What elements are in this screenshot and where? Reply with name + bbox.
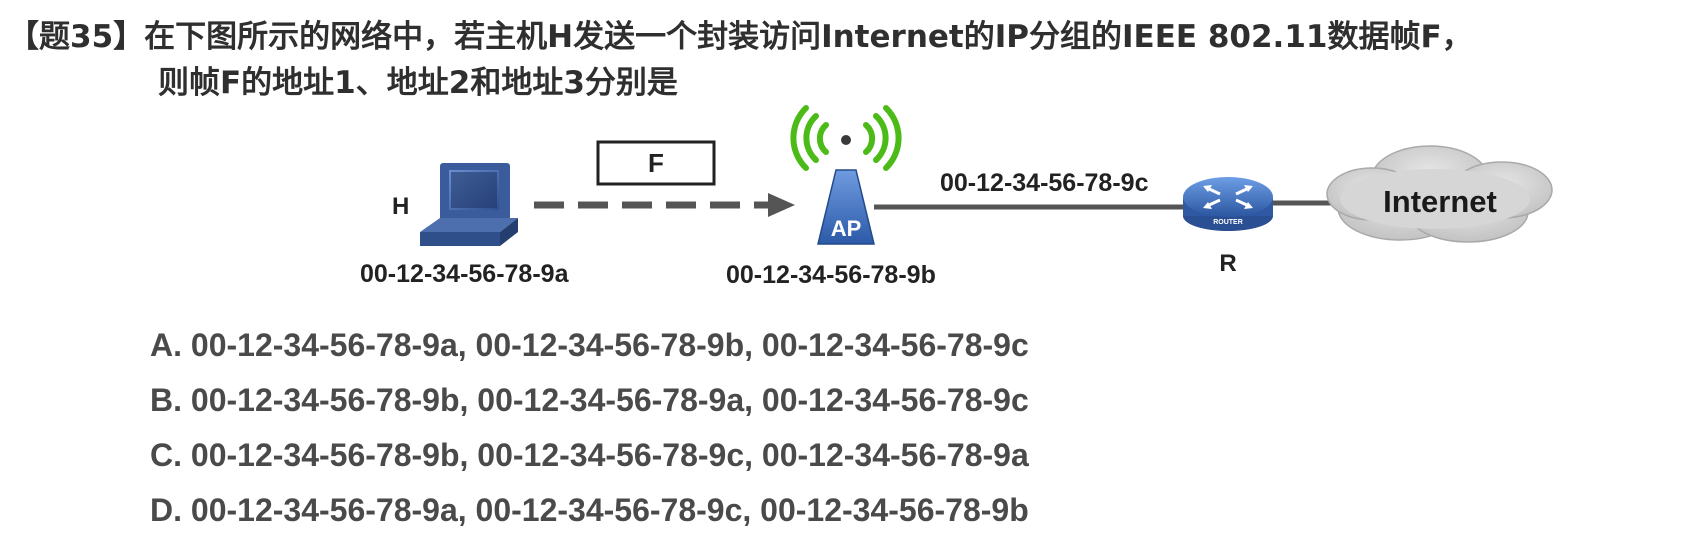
question-line-1: 【题35】在下图所示的网络中，若主机H发送一个封装访问Internet的IP分组… [8, 19, 1473, 55]
host-mac-address: 00-12-34-56-78-9a [360, 260, 570, 288]
answer-options: A. 00-12-34-56-78-9a, 00-12-34-56-78-9b,… [150, 318, 1029, 538]
wifi-signal-icon [790, 105, 902, 171]
ap-antenna-tip [841, 135, 851, 145]
option-c[interactable]: C. 00-12-34-56-78-9b, 00-12-34-56-78-9c,… [150, 437, 1029, 473]
option-b[interactable]: B. 00-12-34-56-78-9b, 00-12-34-56-78-9a,… [150, 382, 1029, 418]
arrow-head-icon [768, 193, 795, 217]
frame-label: F [648, 148, 664, 178]
router-link-mac-address: 00-12-34-56-78-9c [940, 169, 1149, 197]
host-label: H [392, 193, 409, 220]
question-text: 【题35】在下图所示的网络中，若主机H发送一个封装访问Internet的IP分组… [8, 14, 1668, 106]
frame-box [596, 140, 716, 186]
option-a[interactable]: A. 00-12-34-56-78-9a, 00-12-34-56-78-9b,… [150, 327, 1029, 363]
ap-label: AP [831, 216, 862, 241]
option-d[interactable]: D. 00-12-34-56-78-9a, 00-12-34-56-78-9c,… [150, 492, 1029, 528]
question-line-2: 则帧F的地址1、地址2和地址3分别是 [158, 65, 678, 101]
access-point-icon [817, 169, 875, 245]
cloud-fill [1340, 169, 1530, 229]
host-computer-icon [420, 163, 518, 246]
router-icon [1183, 177, 1273, 231]
ap-mac-address: 00-12-34-56-78-9b [726, 261, 936, 289]
router-small-label: ROUTER [1213, 219, 1243, 226]
router-label: R [1219, 250, 1236, 277]
internet-label: Internet [1383, 184, 1497, 219]
